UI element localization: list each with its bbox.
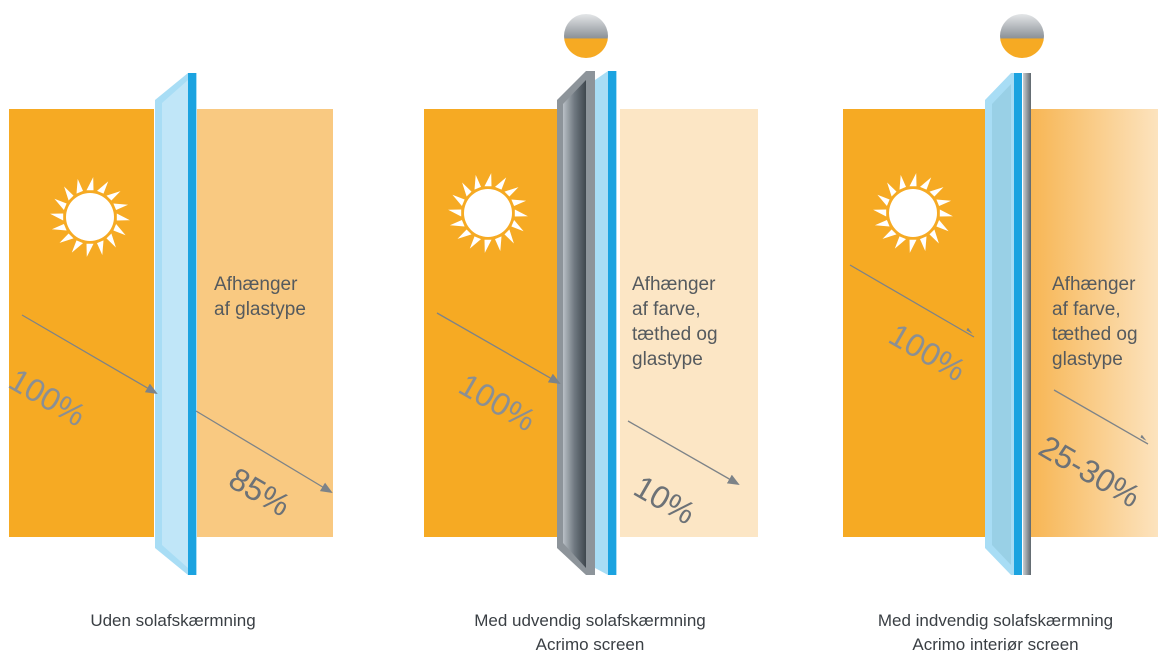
outgoing-arrow xyxy=(1053,389,1148,445)
label-line: Afhænger xyxy=(1052,274,1136,295)
sun-ray xyxy=(76,178,83,194)
caption: Uden solafskærmning xyxy=(20,609,326,633)
sun-ray xyxy=(86,243,94,257)
sun-ray xyxy=(495,177,507,190)
outside-area xyxy=(9,109,154,537)
sun-ray xyxy=(929,229,939,244)
panel-without-shading: Afhænger af glastype 100% 85% Uden solaf… xyxy=(0,0,380,659)
glass-pane xyxy=(155,73,197,575)
sun-ray xyxy=(920,177,932,190)
sun-ray xyxy=(939,209,953,217)
motor-icon xyxy=(1000,14,1044,58)
sun-ray xyxy=(936,220,949,232)
inside-area xyxy=(196,109,333,537)
label-line: glastype xyxy=(1052,349,1123,370)
outside-area xyxy=(424,109,562,537)
sun-ray xyxy=(514,209,528,217)
sun-ray xyxy=(929,187,944,197)
label-line: af glastype xyxy=(214,299,306,320)
exterior-screen xyxy=(557,71,595,575)
sun-ray xyxy=(877,194,890,206)
motor-icon xyxy=(564,14,608,58)
inside-label: Afhænger af farve, tæthed og glastype xyxy=(632,272,718,372)
caption-line: Uden solafskærmning xyxy=(90,611,256,630)
sun-ray xyxy=(86,177,94,191)
label-line: glastype xyxy=(632,349,703,370)
inside-label: Afhænger af glastype xyxy=(214,272,306,322)
sun-ray xyxy=(874,220,890,227)
sun-ray xyxy=(106,233,116,248)
incoming-arrow xyxy=(21,314,158,395)
sun-ray xyxy=(894,236,906,249)
arrows xyxy=(21,314,333,494)
sun-ray xyxy=(920,236,927,252)
sun-ray xyxy=(54,198,67,210)
inside-label: Afhænger af farve, tæthed og glastype xyxy=(1052,272,1138,372)
sun-ray xyxy=(71,240,83,253)
sun-icon xyxy=(448,173,528,253)
sun-ray xyxy=(504,187,519,197)
inside-area xyxy=(620,109,758,537)
incoming-arrow xyxy=(849,264,974,338)
sun-ray xyxy=(511,220,524,232)
sun-ray xyxy=(113,224,126,236)
label-line: tæthed og xyxy=(1052,324,1138,345)
caption-line: Acrimo screen xyxy=(535,635,645,654)
sun-ray xyxy=(504,229,514,244)
sun-ray xyxy=(449,220,465,227)
arrows xyxy=(436,312,740,485)
sun-icon xyxy=(873,173,953,253)
caption-line: Med indvendig solafskærmning xyxy=(877,611,1114,630)
sun-ray xyxy=(106,191,121,201)
sun-ray xyxy=(484,173,492,187)
sun-ray xyxy=(511,199,527,206)
sun-ray xyxy=(97,181,109,194)
sun-ray xyxy=(64,186,74,201)
sun-ray xyxy=(50,213,64,221)
caption-line: Acrimo interiør screen xyxy=(912,635,1079,654)
sun-ray xyxy=(909,239,917,253)
sun-ray xyxy=(909,173,917,187)
sun-ray xyxy=(51,224,67,231)
panel-interior-shading: Afhænger af farve, tæthed og glastype 10… xyxy=(830,0,1161,659)
label-line: Afhænger xyxy=(214,274,298,295)
sun-ray xyxy=(97,240,104,256)
sun-ray xyxy=(899,174,906,190)
sun-ray xyxy=(116,213,130,221)
sun-ray xyxy=(484,239,492,253)
caption: Med indvendig solafskærmning Acrimo inte… xyxy=(830,609,1161,657)
label-line: af farve, xyxy=(1052,299,1121,320)
panel-exterior-shading: Afhænger af farve, tæthed og glastype 10… xyxy=(420,0,780,659)
outgoing-arrow xyxy=(195,410,333,494)
glass-pane xyxy=(985,73,1022,575)
sun-ray xyxy=(882,229,897,239)
sun-ray xyxy=(873,209,887,217)
sun-ray xyxy=(469,236,481,249)
sun-ray xyxy=(887,182,897,197)
arrows xyxy=(849,264,1161,445)
label-line: Afhænger xyxy=(632,274,716,295)
sun-ray xyxy=(457,229,472,239)
sun-icon xyxy=(50,177,130,257)
sun-ray xyxy=(495,236,502,252)
inside-area xyxy=(1026,109,1158,537)
sun-ray xyxy=(452,194,465,206)
outgoing-arrow xyxy=(627,420,740,485)
glass-pane xyxy=(595,71,617,575)
sun-ray xyxy=(448,209,462,217)
caption: Med udvendig solafskærmning Acrimo scree… xyxy=(430,609,750,657)
label-line: tæthed og xyxy=(632,324,718,345)
sun-ray xyxy=(474,174,481,190)
caption-line: Med udvendig solafskærmning xyxy=(474,611,706,630)
incoming-arrow xyxy=(436,312,561,384)
interior-screen xyxy=(1023,73,1031,575)
label-line: af farve, xyxy=(632,299,701,320)
sun-ray xyxy=(113,203,129,210)
sun-ray xyxy=(936,199,952,206)
sun-ray xyxy=(462,182,472,197)
sun-ray xyxy=(59,233,74,243)
